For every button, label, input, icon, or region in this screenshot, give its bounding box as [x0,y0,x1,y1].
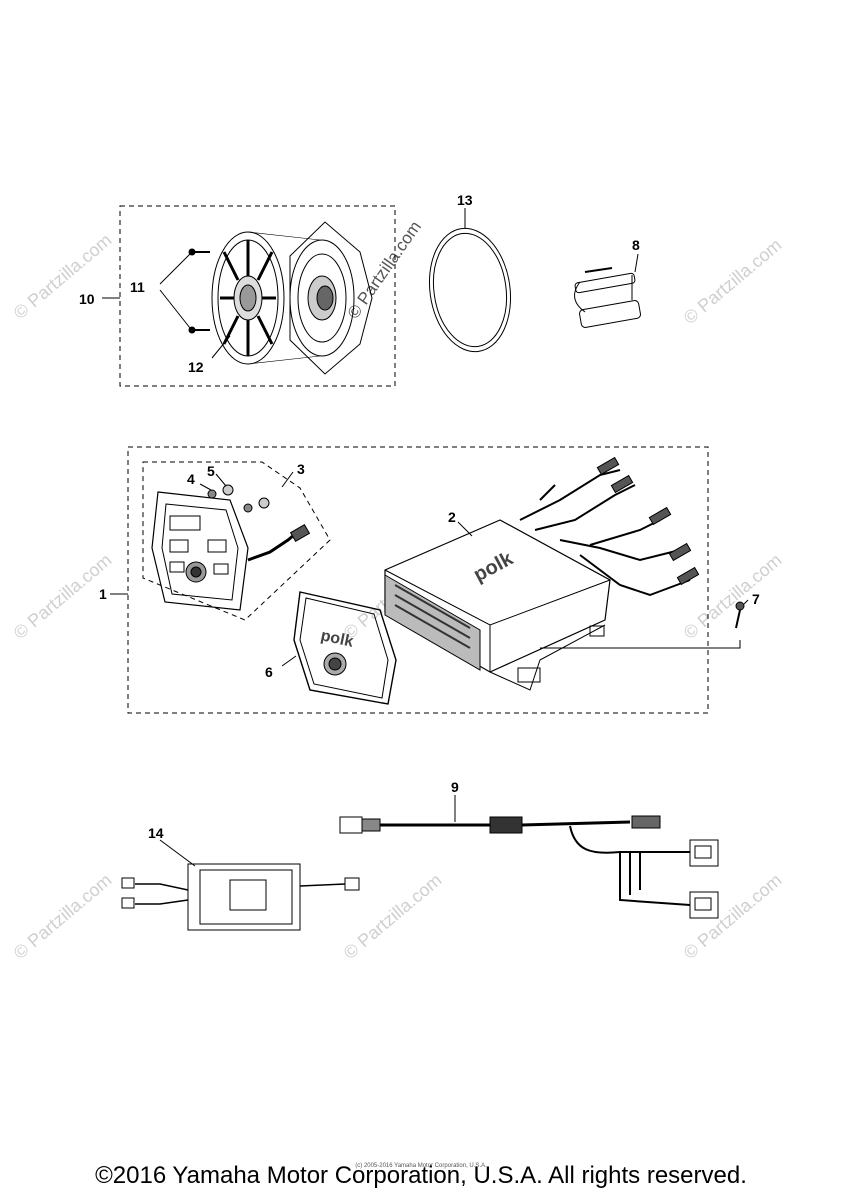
speaker-kit-box [119,205,396,387]
callout-13: 13 [457,192,473,208]
leader-line [281,655,297,667]
callout-9: 9 [451,779,459,795]
nut-icon [207,484,270,513]
watermark-text: © Partzilla.com [10,870,116,963]
controller-head-unit [151,491,311,611]
speaker-gasket [428,227,512,353]
brand-logo-cover: polk [319,627,355,650]
leader-line [743,599,749,605]
leader-line [634,253,639,273]
callout-3: 3 [297,461,305,477]
audio-system-box [127,446,709,714]
callout-11: 11 [130,279,145,295]
leader-line [540,640,741,649]
callout-8: 8 [632,237,640,253]
wiring-harness [339,815,719,919]
watermark-text: © Partzilla.com [10,230,116,323]
amplifier [384,456,700,691]
footer-copyright: ©2016 Yamaha Motor Corporation, U.S.A. A… [95,1162,747,1189]
screw-icon [188,248,210,334]
small-copyright: (c) 2005-2016 Yamaha Motor Corporation, … [355,1163,487,1169]
screw-icon [735,601,745,629]
leader-line [281,471,294,488]
watermark-text: © Partzilla.com [680,550,786,643]
callout-1: 1 [99,586,107,602]
callouts: 10 11 12 13 8 1 4 5 3 2 7 6 9 14 [79,192,760,841]
watermark-text: © Partzilla.com [340,870,446,963]
controller-cover [293,591,397,705]
callout-14: 14 [148,825,164,841]
leader-line [215,473,227,487]
callout-7: 7 [752,591,760,607]
callout-2: 2 [448,509,456,525]
watermark-text: © Partzilla.com [680,235,786,328]
leader-line [199,483,212,491]
relay-box [121,863,360,931]
coaxial-speaker [247,221,373,375]
callout-6: 6 [265,664,273,680]
controller-kit-box [142,461,331,621]
leader-line [159,253,191,285]
leader-line [457,521,473,537]
callout-10: 10 [79,291,95,307]
fuse-holder [574,267,641,328]
leader-line [159,289,191,329]
watermark-text: © Partzilla.com [344,218,425,323]
callout-5: 5 [207,463,215,479]
callout-4: 4 [187,471,195,487]
callout-12: 12 [188,359,204,375]
leader-line [211,335,231,359]
leader-line [159,839,196,867]
